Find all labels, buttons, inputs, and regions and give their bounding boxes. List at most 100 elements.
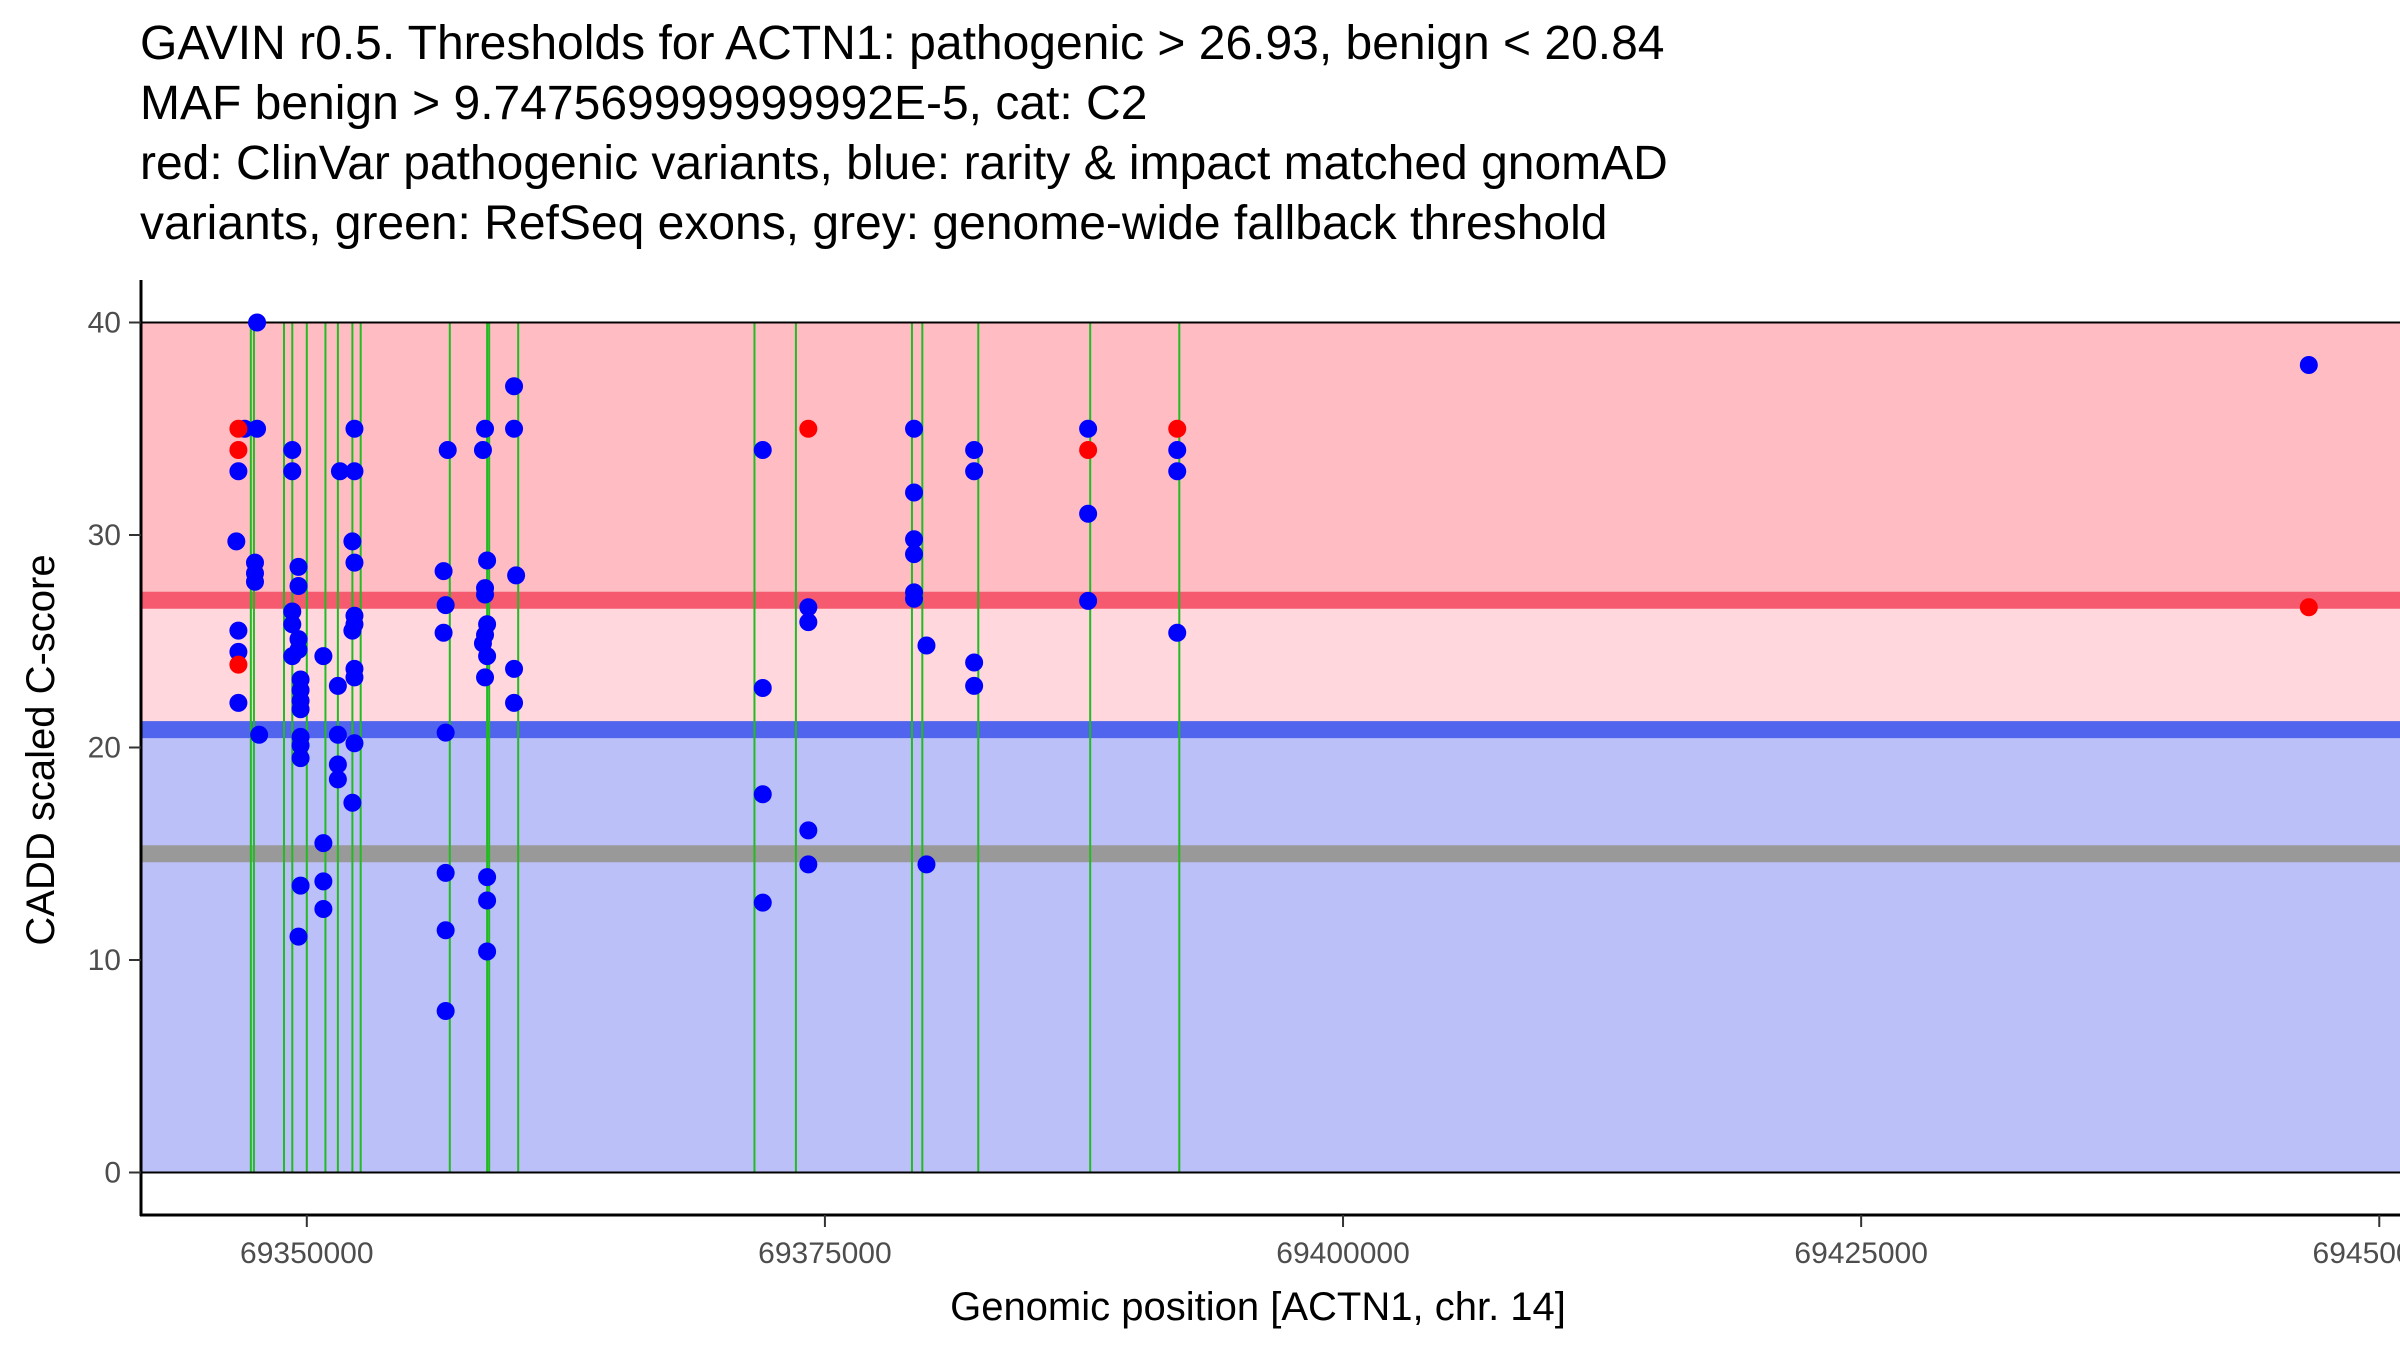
x-axis-title: Genomic position [ACTN1, chr. 14] [950,1285,1566,1329]
gnomad-point [965,676,984,695]
gnomad-point [343,621,362,640]
gnomad-point [478,891,497,910]
gnomad-point [905,589,924,608]
gnomad-point [436,863,455,882]
gnomad-point [799,821,818,840]
gnomad-point [289,557,308,576]
gnomad-point [473,441,492,459]
gnomad-point [753,441,772,459]
y-tick-label: 10 [88,944,121,977]
x-axis-ticks: 6935000069375000694000006942500069450000 [240,1215,2400,1270]
gnomad-point [1168,441,1187,459]
gnomad-point [283,615,302,634]
title-line-4: variants, green: RefSeq exons, grey: gen… [140,197,1608,250]
gnomad-point [289,577,308,595]
gnomad-point [436,596,455,615]
gnomad-point [905,483,924,502]
gnomad-point [248,313,267,332]
x-tick-label: 69350000 [240,1237,373,1270]
gnomad-point [291,876,310,895]
gnomad-point [507,566,526,585]
gnomad-point [345,553,364,572]
gnomad-point [1168,623,1187,642]
gnomad-point [753,785,772,804]
gnomad-point [1079,504,1098,523]
pathogenic-point [799,419,818,438]
gnomad-point [434,562,453,581]
gnomad-point [476,419,495,438]
gnomad-point [283,441,302,459]
gnomad-point [229,621,248,640]
gnomad-point [478,551,497,570]
chart-title: GAVIN r0.5. Thresholds for ACTN1: pathog… [140,14,1668,254]
gnomad-point [328,770,347,789]
gnomad-point [505,377,524,396]
title-line-1: GAVIN r0.5. Thresholds for ACTN1: pathog… [140,17,1665,70]
y-tick-label: 20 [88,732,121,765]
gnomad-point [289,927,308,946]
gnomad-point [250,725,269,744]
gnomad-point [753,893,772,912]
gnomad-point [291,749,310,768]
gnomad-point [328,755,347,774]
gnomad-point [343,793,362,812]
gnomad-point [291,700,310,719]
gnomad-point [799,598,818,617]
y-axis-title: CADD scaled C-score [19,554,63,945]
gnomad-point [905,419,924,438]
gnomad-point [1079,591,1098,610]
gnomad-point [438,441,457,459]
gnomad-point [505,693,524,712]
pathogenic-point [229,655,248,674]
x-tick-label: 69400000 [1276,1237,1409,1270]
data-points [227,313,2318,1020]
x-tick-label: 69425000 [1794,1237,1927,1270]
gnomad-point [1079,419,1098,438]
gnomad-point [314,647,333,666]
y-tick-label: 0 [104,1157,121,1190]
gnomad-point [905,545,924,564]
pathogenic-point [1168,419,1187,438]
gnomad-point [227,532,246,551]
gnomad-point [476,668,495,687]
gnomad-point [965,441,984,459]
y-tick-label: 40 [88,307,121,340]
gnomad-point [283,462,302,481]
gnomad-point [248,419,267,438]
gnomad-point [328,725,347,744]
pathogenic-point [1079,441,1098,459]
pathogenic-point [229,441,248,459]
title-line-3: red: ClinVar pathogenic variants, blue: … [140,137,1668,190]
gnomad-point [434,623,453,642]
gnomad-point [917,855,936,874]
gnomad-point [345,734,364,753]
gnomad-point [314,900,333,918]
gnomad-point [476,585,495,604]
gnomad-point [291,736,310,755]
gnomad-point [330,462,349,481]
gnomad-point [436,1002,455,1020]
gnomad-point [965,653,984,672]
gnomad-point [229,642,248,661]
x-tick-label: 69450000 [2313,1237,2400,1270]
gnomad-point [478,647,497,666]
gnomad-point [343,532,362,551]
gnomad-point [314,872,333,891]
y-tick-label: 30 [88,519,121,552]
gnomad-point [289,640,308,659]
gnomad-point [229,462,248,481]
gnomad-point [799,613,818,632]
gnomad-point [905,530,924,549]
gnomad-point [965,462,984,481]
gnomad-point [1168,462,1187,481]
gnomad-point [229,693,248,712]
gnomad-point [753,679,772,697]
gnomad-point [917,636,936,655]
gnomad-point [505,419,524,438]
gnomad-point [245,572,264,591]
gnomad-point [436,921,455,940]
gnomad-point [436,723,455,742]
gnomad-point [505,659,524,678]
gnomad-point [478,868,497,887]
